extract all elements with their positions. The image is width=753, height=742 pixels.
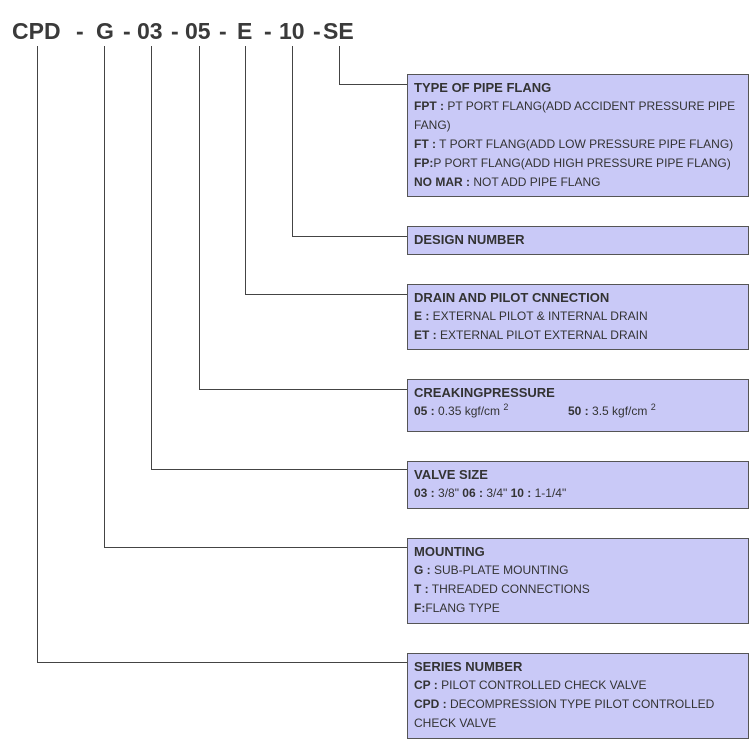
option-key: 50 : [568,404,589,418]
box-pipe-flang: TYPE OF PIPE FLANG FPT : PT PORT FLANG(A… [407,74,749,197]
code-pressure: 05 [185,18,211,44]
code-dash: - [264,18,272,44]
code-dash: - [171,18,179,44]
code-drain: E [237,18,253,44]
leader-line-flang [339,84,407,85]
option-text: FLANG TYPE [425,601,500,615]
code-dash: - [313,18,321,44]
option-row: FPT : PT PORT FLANG(ADD ACCIDENT PRESSUR… [414,97,742,135]
option-key: CP : [414,678,438,692]
option-text: THREADED CONNECTIONS [428,582,590,596]
box-series-number: SERIES NUMBER CP : PILOT CONTROLLED CHEC… [407,653,749,739]
box-title: VALVE SIZE [414,467,488,482]
option-text: NOT ADD PIPE FLANG [470,175,601,189]
box-title: MOUNTING [414,544,485,559]
option-key: E : [414,309,430,323]
unit-superscript: 2 [650,402,656,412]
option-text: 3/8" [434,486,463,500]
option-text: T PORT FLANG(ADD LOW PRESSURE PIPE FLANG… [436,137,734,151]
option-row: CPD : DECOMPRESSION TYPE PILOT CONTROLLE… [414,695,742,733]
box-valve-size: VALVE SIZE 03 : 3/8" 06 : 3/4" 10 : 1-1/… [407,461,749,509]
option-item: 05 : 0.35 kgf/cm 2 [414,402,509,418]
leader-line-size [151,469,407,470]
leader-line-design [292,236,407,237]
code-size: 03 [137,18,163,44]
box-mounting: MOUNTING G : SUB-PLATE MOUNTING T : THRE… [407,538,749,624]
leader-line-pressure [199,389,407,390]
option-text: 3.5 kgf/cm [588,404,648,418]
code-design: 10 [279,18,305,44]
code-dash: - [76,18,84,44]
option-text: P PORT FLANG(ADD HIGH PRESSURE PIPE FLAN… [433,156,731,170]
leader-line-series [37,662,407,663]
option-key: FT : [414,137,436,151]
box-drain-pilot: DRAIN AND PILOT CNNECTION E : EXTERNAL P… [407,284,749,350]
option-text: 1-1/4" [531,486,567,500]
option-text: PILOT CONTROLLED CHECK VALVE [437,678,647,692]
leader-line-pressure [199,46,200,389]
option-row: FT : T PORT FLANG(ADD LOW PRESSURE PIPE … [414,135,742,154]
leader-line-series [37,46,38,662]
option-text: 3/4" [482,486,511,500]
code-mounting: G [96,18,114,44]
option-row: CP : PILOT CONTROLLED CHECK VALVE [414,676,742,695]
leader-line-drain [245,46,246,294]
option-text: EXTERNAL PILOT EXTERNAL DRAIN [436,328,648,342]
option-key: T : [414,582,429,596]
option-row: ET : EXTERNAL PILOT EXTERNAL DRAIN [414,326,742,345]
option-row: G : SUB-PLATE MOUNTING [414,561,742,580]
box-title: TYPE OF PIPE FLANG [414,80,552,95]
option-row: 03 : 3/8" 06 : 3/4" 10 : 1-1/4" [414,484,742,503]
option-key: CPD : [414,697,447,711]
code-dash: - [123,18,131,44]
option-row: T : THREADED CONNECTIONS [414,580,742,599]
option-text: PT PORT FLANG(ADD ACCIDENT PRESSURE PIPE… [414,99,736,132]
leader-line-flang [339,46,340,84]
box-design-number: DESIGN NUMBER [407,226,749,255]
box-title: DRAIN AND PILOT CNNECTION [414,290,610,305]
option-row: 05 : 0.35 kgf/cm 2 50 : 3.5 kgf/cm 2 [414,402,742,421]
option-key: 06 : [462,486,483,500]
box-cracking-pressure: CREAKINGPRESSURE 05 : 0.35 kgf/cm 2 50 :… [407,379,749,432]
box-title: SERIES NUMBER [414,659,523,674]
option-key: FP: [414,156,434,170]
option-row: E : EXTERNAL PILOT & INTERNAL DRAIN [414,307,742,326]
option-key: F: [414,601,426,615]
option-key: 03 : [414,486,435,500]
option-text: SUB-PLATE MOUNTING [430,563,569,577]
option-key: 05 : [414,404,435,418]
option-key: FPT : [414,99,444,113]
option-text: DECOMPRESSION TYPE PILOT CONTROLLED CHEC… [414,697,715,730]
box-title: CREAKINGPRESSURE [414,385,555,400]
option-key: 10 : [510,486,532,500]
option-row: NO MAR : NOT ADD PIPE FLANG [414,173,742,192]
leader-line-mounting [104,46,105,547]
option-item: 50 : 3.5 kgf/cm 2 [568,402,656,421]
box-title: DESIGN NUMBER [414,232,525,247]
leader-line-drain [245,294,407,295]
option-text: 0.35 kgf/cm [434,404,501,418]
code-series: CPD [12,18,61,44]
option-row: F:FLANG TYPE [414,599,742,618]
option-text: EXTERNAL PILOT & INTERNAL DRAIN [429,309,648,323]
unit-superscript: 2 [503,402,509,412]
leader-line-size [151,46,152,469]
option-key: ET : [414,328,437,342]
option-key: G : [414,563,431,577]
option-key: NO MAR : [414,175,470,189]
code-flang: SE [323,18,354,44]
code-dash: - [219,18,227,44]
option-row: FP:P PORT FLANG(ADD HIGH PRESSURE PIPE F… [414,154,742,173]
leader-line-mounting [104,547,407,548]
leader-line-design [292,46,293,236]
